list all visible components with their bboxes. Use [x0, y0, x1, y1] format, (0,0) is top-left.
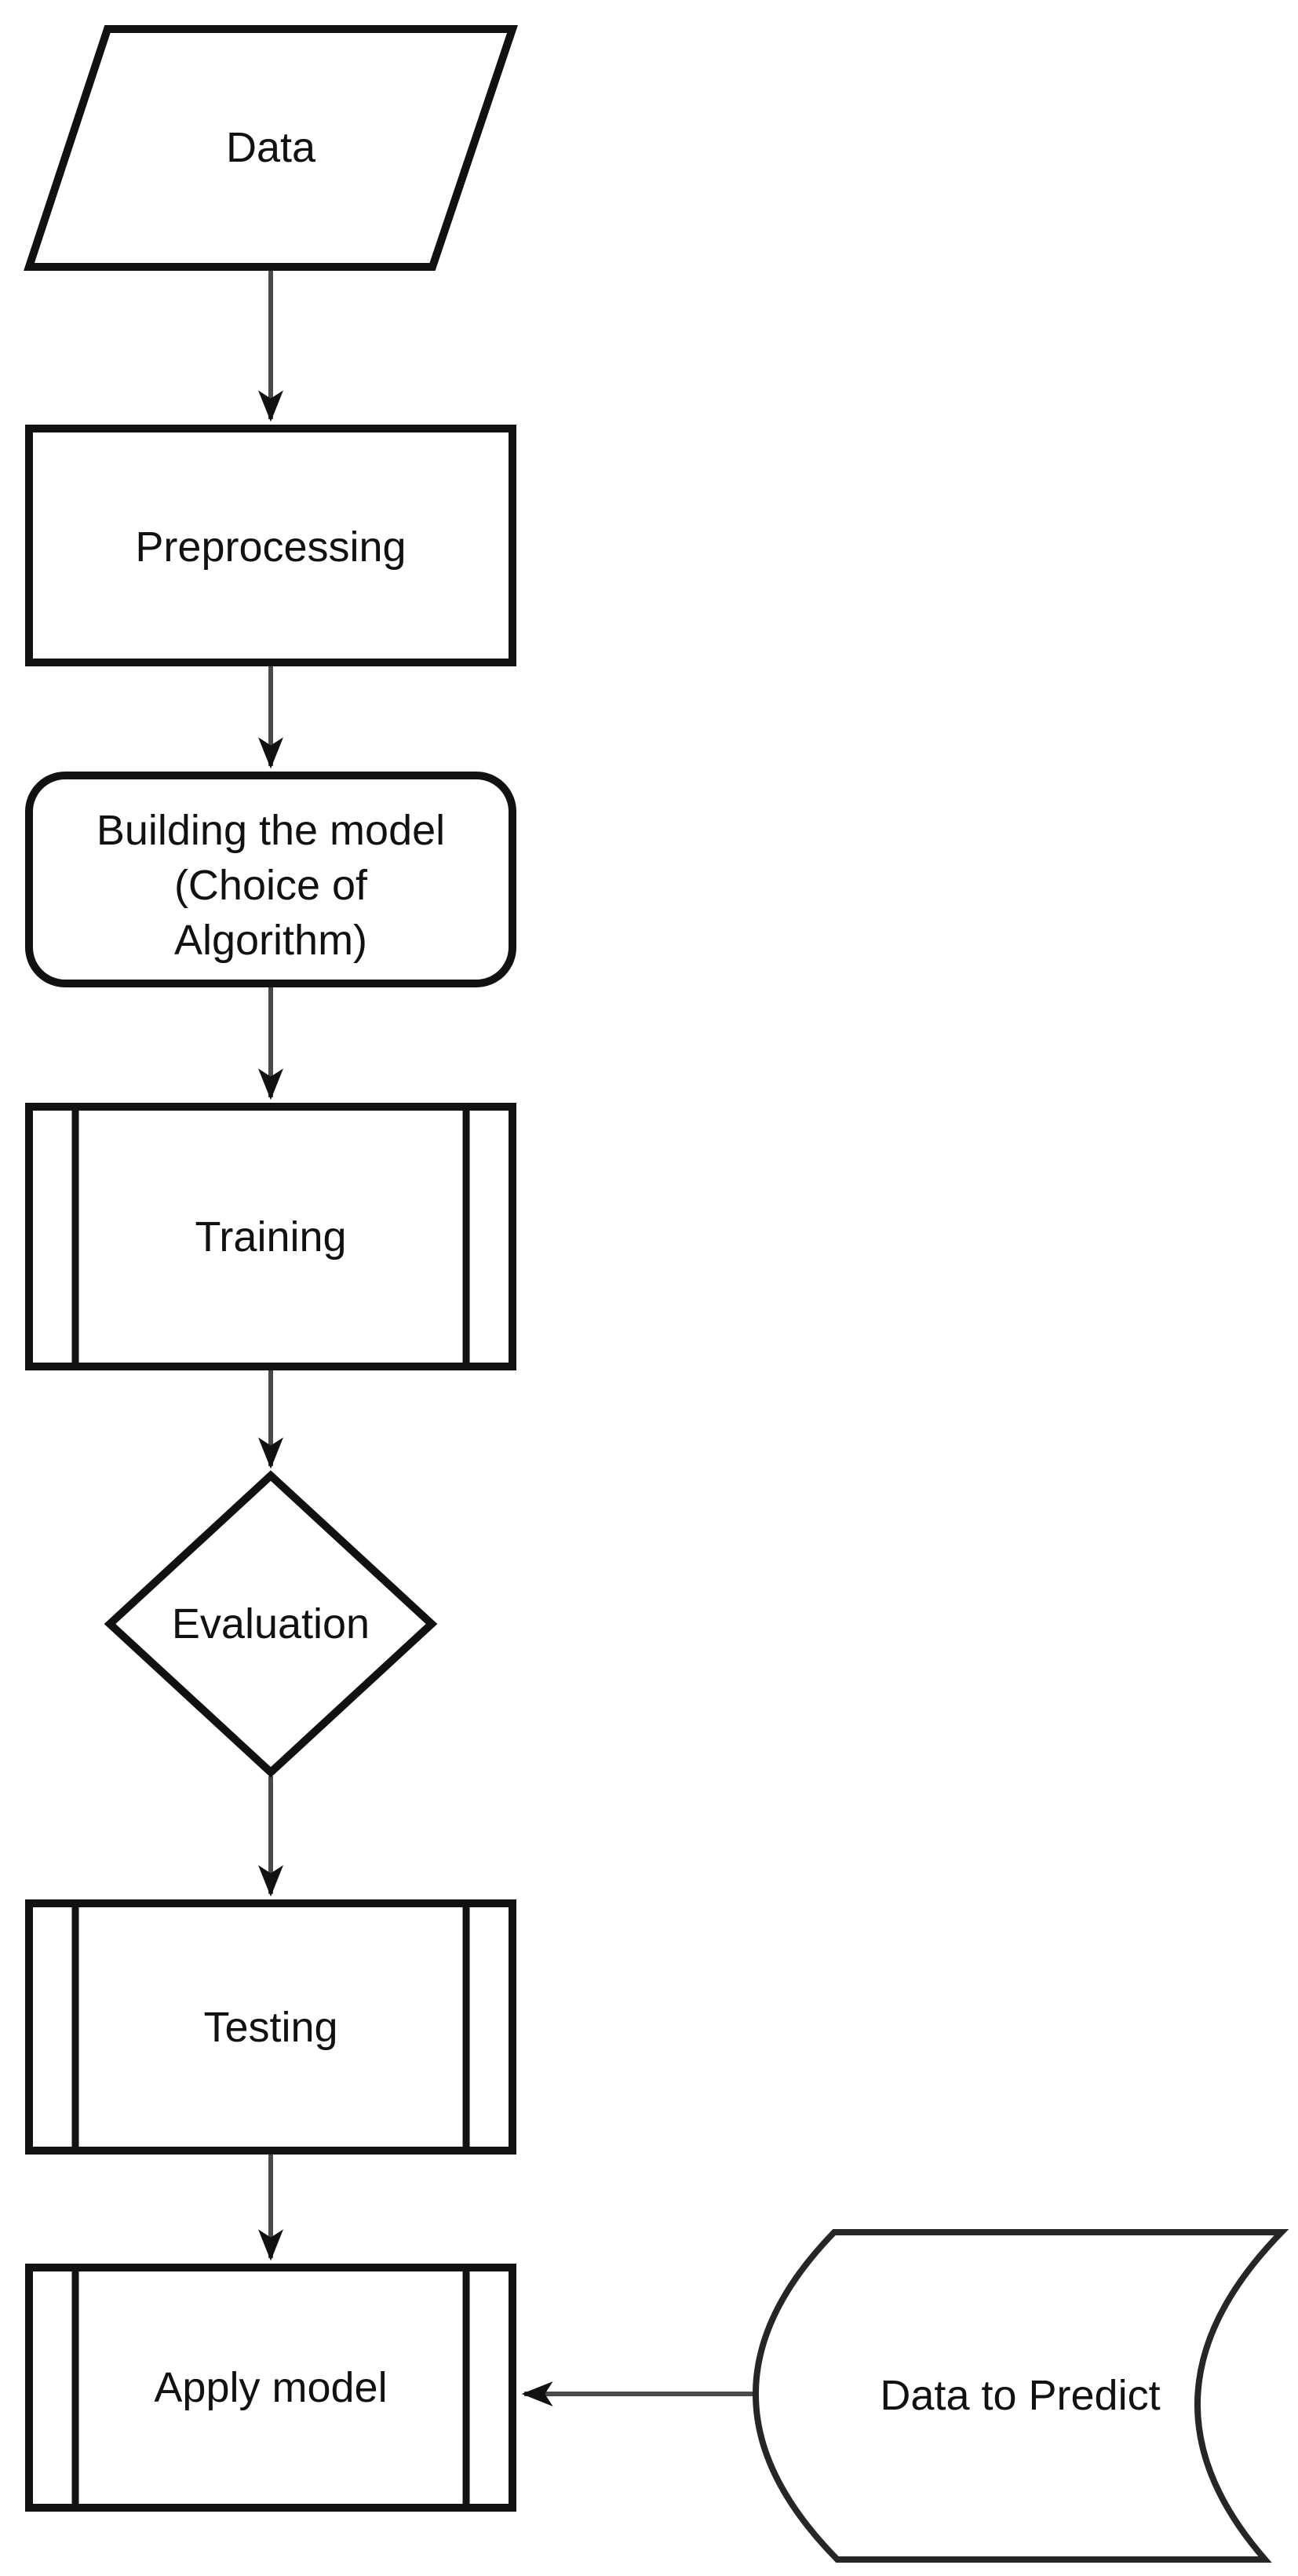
node-data: Data — [24, 25, 518, 271]
node-training-label: Training — [195, 1213, 346, 1261]
node-data-to-predict: Data to Predict — [753, 2229, 1289, 2563]
predefined-process-shape — [25, 1103, 516, 1370]
node-building-label-line2: (Choice of — [174, 862, 368, 909]
node-data-to-predict-label: Data to Predict — [880, 2372, 1160, 2419]
node-building-label-line1: Building the model — [97, 807, 445, 854]
node-testing-label: Testing — [203, 2004, 337, 2051]
node-evaluation-label: Evaluation — [172, 1600, 370, 1647]
node-building-label-line3: Algorithm) — [174, 917, 367, 964]
predefined-process-shape — [25, 2264, 516, 2512]
node-evaluation: Evaluation — [104, 1470, 438, 1778]
node-preprocessing: Preprocessing — [25, 425, 516, 666]
node-apply-model: Apply model — [25, 2264, 516, 2512]
stored-data-shape — [753, 2229, 1289, 2563]
node-preprocessing-label: Preprocessing — [135, 524, 406, 571]
node-training: Training — [25, 1103, 516, 1370]
decision-diamond-shape — [104, 1470, 438, 1778]
process-rectangle-shape — [25, 425, 516, 666]
node-apply-model-label: Apply model — [154, 2364, 387, 2411]
node-building-the-model: Building the model (Choice of Algorithm) — [25, 772, 516, 987]
node-data-label: Data — [226, 124, 316, 171]
predefined-process-shape — [25, 1899, 516, 2155]
rounded-rectangle-shape — [25, 772, 516, 987]
node-testing: Testing — [25, 1899, 516, 2155]
parallelogram-shape — [24, 25, 518, 271]
